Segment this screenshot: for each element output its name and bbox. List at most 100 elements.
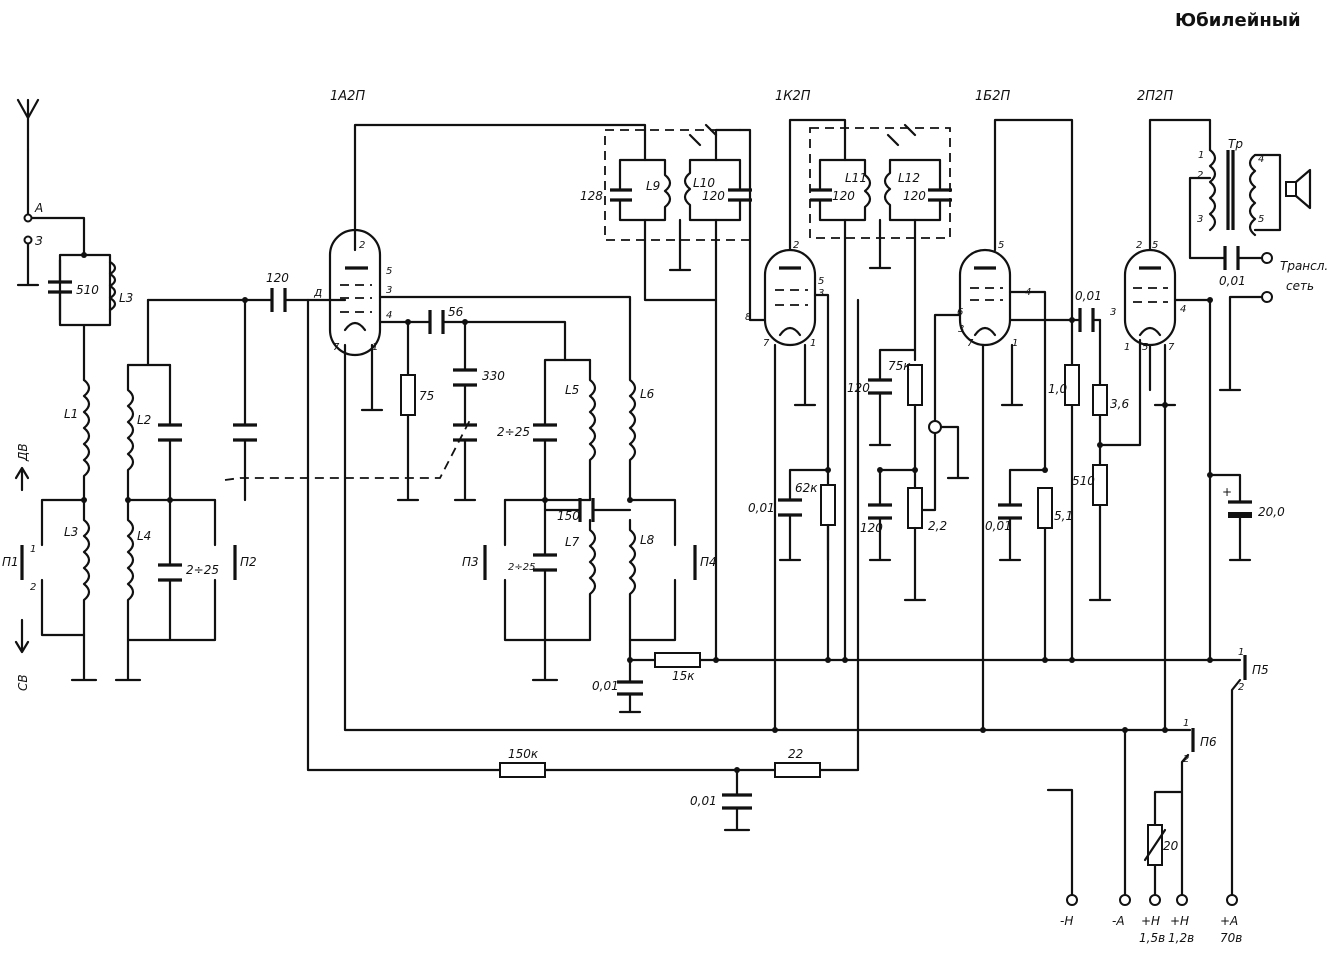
power-terminal-plus-h-1-2[interactable] — [1176, 894, 1188, 906]
tube-2-envelope — [763, 248, 817, 347]
capacitor-001-b-label: 0,01 — [985, 519, 1012, 533]
power-terminal-3-bottom: 1,5в — [1139, 931, 1165, 945]
power-terminal-minus-h[interactable] — [1066, 894, 1078, 906]
resistor-15k — [654, 652, 701, 668]
resistor-1-0 — [1064, 364, 1080, 406]
resistor-1-0-label: 1,0 — [1048, 382, 1067, 396]
input-tank-wiring — [58, 253, 112, 382]
resistor-3-6 — [1092, 384, 1108, 416]
svg-text:5: 5 — [1152, 240, 1158, 251]
svg-text:1: 1 — [1183, 718, 1189, 729]
trimmer-l2 — [158, 423, 182, 442]
resistor-510 — [1092, 464, 1108, 506]
svg-text:3: 3 — [1110, 307, 1116, 318]
line-output-label-1: Трансл. — [1280, 259, 1328, 273]
inductor-l6 — [628, 298, 637, 502]
resistor-150k-label: 150к — [508, 747, 539, 761]
tube-3-envelope — [958, 248, 1012, 347]
inductor-l12-label: L12 — [898, 171, 920, 185]
tuning-capacitor-1 — [233, 423, 257, 442]
capacitor-330-label: 330 — [482, 369, 505, 383]
svg-text:6: 6 — [957, 307, 963, 318]
capacitor-56-label: 56 — [448, 305, 464, 319]
capacitor-001-out-label: 0,01 — [1219, 274, 1246, 288]
inductor-l10 — [683, 158, 742, 222]
resistor-3-6-label: 3,6 — [1110, 397, 1129, 411]
inductor-l4-label: L4 — [137, 529, 151, 543]
schematic-title: Юбилейный — [1175, 10, 1301, 31]
inductor-l2 — [126, 363, 135, 502]
inductor-l3-top — [108, 260, 117, 312]
capacitor-001-e — [722, 793, 752, 810]
svg-text:1: 1 — [1198, 150, 1204, 161]
power-terminal-5-top: +А — [1220, 914, 1238, 928]
inductor-l3-top-label: L3 — [119, 291, 133, 305]
svg-text:1: 1 — [1124, 342, 1130, 353]
capacitor-001-a — [778, 498, 802, 517]
capacitor-120-b-label: 120 — [860, 521, 883, 535]
inductor-l1 — [82, 378, 91, 502]
svg-text:5: 5 — [1258, 214, 1264, 225]
svg-text:5: 5 — [998, 240, 1004, 251]
resistor-75 — [400, 374, 416, 416]
transformer-core — [1226, 150, 1235, 230]
transformer-secondary — [1248, 153, 1282, 237]
inductor-l7 — [503, 498, 597, 642]
inductor-l3-bottom-label: L3 — [64, 525, 78, 539]
line-output-terminal-2[interactable] — [1261, 291, 1273, 303]
l2-feed — [126, 298, 172, 367]
resistor-75k-label: 75к — [888, 359, 911, 373]
power-terminal-4-bottom: 1,2в — [1168, 931, 1194, 945]
switch-p5-label: П5 — [1252, 663, 1269, 677]
inductor-l5 — [588, 358, 597, 502]
capacitor-001-out — [1223, 246, 1240, 270]
transformer-primary — [1208, 148, 1217, 232]
capacitor-120-input-label: 120 — [266, 271, 289, 285]
potentiometer-2-2-label: 2,2 — [928, 519, 947, 533]
svg-text:2: 2 — [30, 582, 36, 593]
inductor-l11-label: L11 — [845, 171, 867, 185]
capacitor-120-if2b-label: 120 — [903, 189, 926, 203]
trimmer-osc-1-label: 2÷25 — [497, 425, 530, 439]
svg-text:1: 1 — [810, 338, 816, 349]
switch-p6-label: П6 — [1200, 735, 1217, 749]
inductor-l7-label: L7 — [565, 535, 580, 549]
power-terminal-5-bottom: 70в — [1220, 931, 1242, 945]
trimmer-osc-2-label: 2÷25 — [508, 562, 535, 573]
arrow-up-icon — [14, 466, 30, 492]
line-output-terminal-1[interactable] — [1261, 252, 1273, 264]
svg-text:2: 2 — [1136, 240, 1142, 251]
switch-p3-label: П3 — [462, 555, 479, 569]
trimmer-osc-2 — [533, 553, 557, 572]
svg-text:7: 7 — [763, 338, 770, 349]
svg-text:4: 4 — [1180, 304, 1186, 315]
resistor-22-label: 22 — [788, 747, 803, 761]
power-terminal-plus-h-1-5[interactable] — [1149, 894, 1161, 906]
band-sv-label: СВ — [16, 674, 30, 691]
svg-text:7: 7 — [333, 342, 340, 353]
capacitor-120-if1 — [728, 188, 752, 202]
svg-text:3: 3 — [818, 288, 824, 299]
capacitor-120-b — [868, 503, 892, 520]
capacitor-001-b — [998, 503, 1022, 520]
resistor-20-label: 20 — [1163, 839, 1179, 853]
resistor-62k-label: 62к — [795, 481, 818, 495]
resistor-62k — [820, 484, 836, 526]
resistor-150k — [499, 762, 546, 778]
inductor-l8-label: L8 — [640, 533, 655, 547]
capacitor-001-c — [1078, 308, 1095, 332]
capacitor-120-det-label: 120 — [847, 381, 870, 395]
power-terminal-plus-a[interactable] — [1226, 894, 1238, 906]
svg-text:2: 2 — [793, 240, 799, 251]
capacitor-510-label: 510 — [76, 283, 99, 297]
resistor-5-1-label: 5,1 — [1054, 509, 1073, 523]
resistor-75-label: 75 — [419, 389, 434, 403]
capacitor-150 — [578, 498, 595, 522]
svg-text:2: 2 — [1238, 682, 1244, 693]
capacitor-20 — [1228, 512, 1252, 518]
power-terminal-minus-a[interactable] — [1119, 894, 1131, 906]
svg-text:1: 1 — [372, 342, 378, 353]
capacitor-330 — [453, 368, 477, 387]
tuning-capacitor-2 — [453, 423, 477, 442]
